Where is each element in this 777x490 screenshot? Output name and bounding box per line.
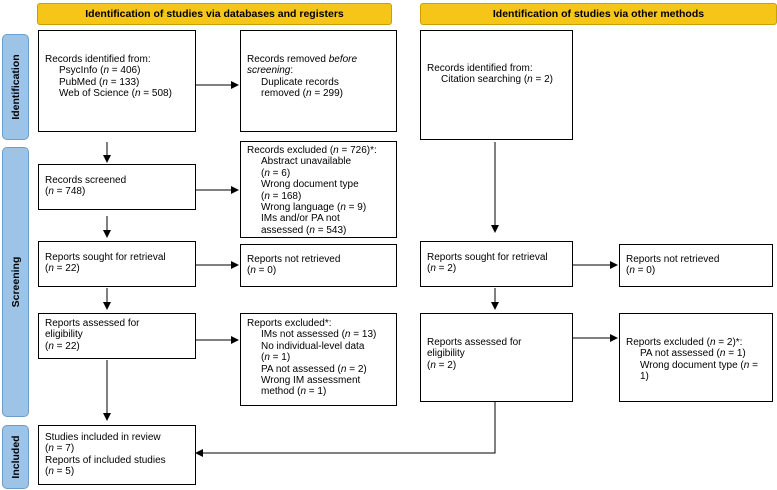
text-rep-excl-l4: (n = 1) — [261, 352, 291, 364]
text-included-l2: (n = 7) — [45, 443, 75, 455]
text-other-not-retrieved-title: Reports not retrieved — [626, 254, 720, 265]
text-other-assessed-l2: eligibility — [427, 348, 465, 360]
box-other-excluded: Reports excluded (n = 2)*: PA not assess… — [619, 313, 773, 402]
box-reports-not-retrieved: Reports not retrieved (n = 0) — [240, 244, 397, 287]
text-other-sought-value: (n = 2) — [427, 263, 457, 275]
text-other-assessed-l1: Reports assessed for — [427, 337, 522, 348]
text-other-excl-l3: Wrong document type (n = — [640, 359, 761, 371]
text-sought-title: Reports sought for retrieval — [45, 252, 166, 263]
box-studies-included: Studies included in review (n = 7) Repor… — [38, 425, 196, 485]
arrow-other-assessed-to-included — [195, 402, 496, 457]
text-not-retrieved-value: (n = 0) — [247, 265, 277, 277]
text-rep-excl-l5: PA not assessed (n = 2) — [261, 363, 367, 375]
header-databases: Identification of studies via databases … — [37, 3, 392, 25]
box-records-excluded: Records excluded (n = 726)*: Abstract un… — [240, 141, 397, 238]
box-records-screened: Records screened (n = 748) — [38, 164, 196, 210]
text-citation-searching: Citation searching (n = 2) — [441, 74, 554, 86]
text-rep-excl-l1: Reports excluded*: — [247, 318, 332, 329]
box-other-assessed: Reports assessed for eligibility (n = 2) — [420, 313, 573, 402]
box-other-identified: Records identified from: Citation search… — [420, 30, 573, 140]
header-other-methods: Identification of studies via other meth… — [420, 3, 777, 25]
text-included-l1: Studies included in review — [45, 432, 161, 443]
text-psycinfo: PsycInfo (n = 406) — [59, 65, 141, 77]
text-excluded-l3: (n = 6) — [261, 167, 291, 179]
text-excluded-l1: Records excluded (n = 726)*: — [247, 145, 377, 156]
box-records-removed: Records removed before screening: Duplic… — [240, 30, 397, 132]
text-excluded-l5: (n = 168) — [261, 190, 302, 202]
text-excluded-l7: IMs and/or PA not — [261, 213, 340, 225]
text-other-excl-l4: 1) — [640, 371, 649, 383]
text-sought-value: (n = 22) — [45, 263, 80, 275]
text-not-retrieved-title: Reports not retrieved — [247, 254, 341, 265]
text-removed-l4: removed (n = 299) — [261, 88, 343, 100]
text-removed-l1: Records removed before — [247, 54, 358, 65]
phase-included: Included — [2, 425, 29, 489]
text-assessed-value: (n = 22) — [45, 340, 80, 352]
header-other-text: Identification of studies via other meth… — [492, 8, 705, 20]
text-removed-l2: screening: — [247, 65, 294, 77]
text-rep-excl-l3: No individual-level data — [261, 340, 365, 352]
text-title: Records identified from: — [45, 54, 151, 65]
text-screened-value: (n = 748) — [45, 186, 86, 198]
text-excluded-l8: assessed (n = 543) — [261, 224, 347, 236]
phase-screening: Screening — [2, 147, 29, 417]
box-other-not-retrieved: Reports not retrieved (n = 0) — [619, 244, 773, 287]
text-other-excl-l2: PA not assessed (n = 1) — [640, 348, 746, 360]
box-reports-assessed: Reports assessed for eligibility (n = 22… — [38, 313, 196, 359]
text-excluded-l6: Wrong language (n = 9) — [261, 202, 367, 214]
text-rep-excl-l7: method (n = 1) — [261, 386, 327, 398]
text-other-assessed-value: (n = 2) — [427, 359, 457, 371]
text-excluded-l4: Wrong document type — [261, 179, 359, 191]
box-other-sought: Reports sought for retrieval (n = 2) — [420, 241, 573, 287]
text-screened-title: Records screened — [45, 175, 127, 186]
text-assessed-l1: Reports assessed for — [45, 318, 140, 329]
text-included-l4: (n = 5) — [45, 466, 75, 478]
box-reports-sought: Reports sought for retrieval (n = 22) — [38, 241, 196, 287]
text-removed-l3: Duplicate records — [261, 76, 339, 88]
header-databases-text: Identification of studies via databases … — [85, 8, 344, 20]
text-assessed-l2: eligibility — [45, 329, 83, 341]
text-wos: Web of Science (n = 508) — [59, 88, 172, 100]
text-rep-excl-l2: IMs not assessed (n = 13) — [261, 329, 377, 341]
text-other-identified-title: Records identified from: — [427, 63, 533, 74]
text-excluded-l2: Abstract unavailable — [261, 156, 352, 168]
text-other-sought-title: Reports sought for retrieval — [427, 252, 548, 263]
box-reports-excluded: Reports excluded*: IMs not assessed (n =… — [240, 313, 397, 406]
box-records-identified: Records identified from: PsycInfo (n = 4… — [38, 30, 196, 132]
phase-identification: Identification — [2, 34, 29, 140]
text-rep-excl-l6: Wrong IM assessment — [261, 375, 361, 387]
text-other-not-retrieved-value: (n = 0) — [626, 265, 656, 277]
text-pubmed: PubMed (n = 133) — [59, 76, 140, 88]
text-included-l3: Reports of included studies — [45, 454, 166, 466]
text-other-excl-l1: Reports excluded (n = 2)*: — [626, 337, 743, 348]
